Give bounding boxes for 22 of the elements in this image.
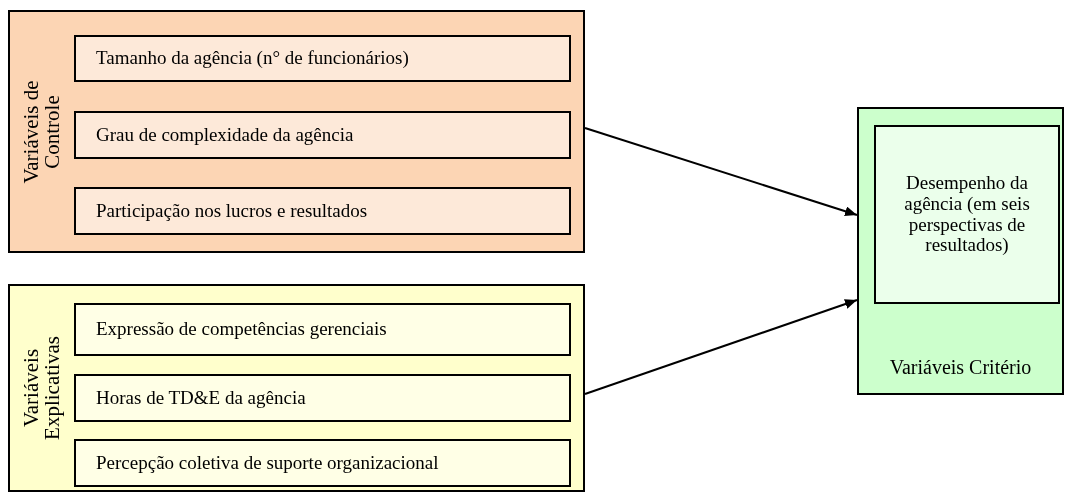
variable-label: Expressão de competências gerenciais — [96, 317, 388, 342]
group-box — [8, 10, 585, 253]
arrow — [584, 299, 858, 395]
group-label: Variáveis de Controle — [21, 78, 63, 186]
variable-label: Horas de TD&E da agência — [96, 385, 307, 410]
arrow — [584, 127, 858, 217]
variable-label: Grau de complexidade da agência — [96, 122, 355, 147]
variable-box — [74, 111, 571, 159]
variable-box — [74, 187, 571, 235]
variable-box — [874, 125, 1060, 304]
group-label: Variáveis Explicativas — [21, 335, 63, 442]
variable-label: Tamanho da agência (n° de funcionários) — [96, 46, 410, 71]
variable-label: Participação nos lucros e resultados — [96, 198, 369, 223]
variable-label: Desempenho da agência (em seis perspectivas de resultados) — [903, 170, 1031, 258]
group-box — [8, 284, 585, 492]
variable-box — [74, 374, 571, 422]
group-label: Variáveis Critério — [888, 356, 1033, 379]
variable-box — [74, 303, 571, 356]
group-box — [857, 107, 1064, 395]
variable-box — [74, 439, 571, 487]
variable-box — [74, 35, 571, 82]
variable-label: Percepção coletiva de suporte organizacional — [96, 450, 440, 475]
